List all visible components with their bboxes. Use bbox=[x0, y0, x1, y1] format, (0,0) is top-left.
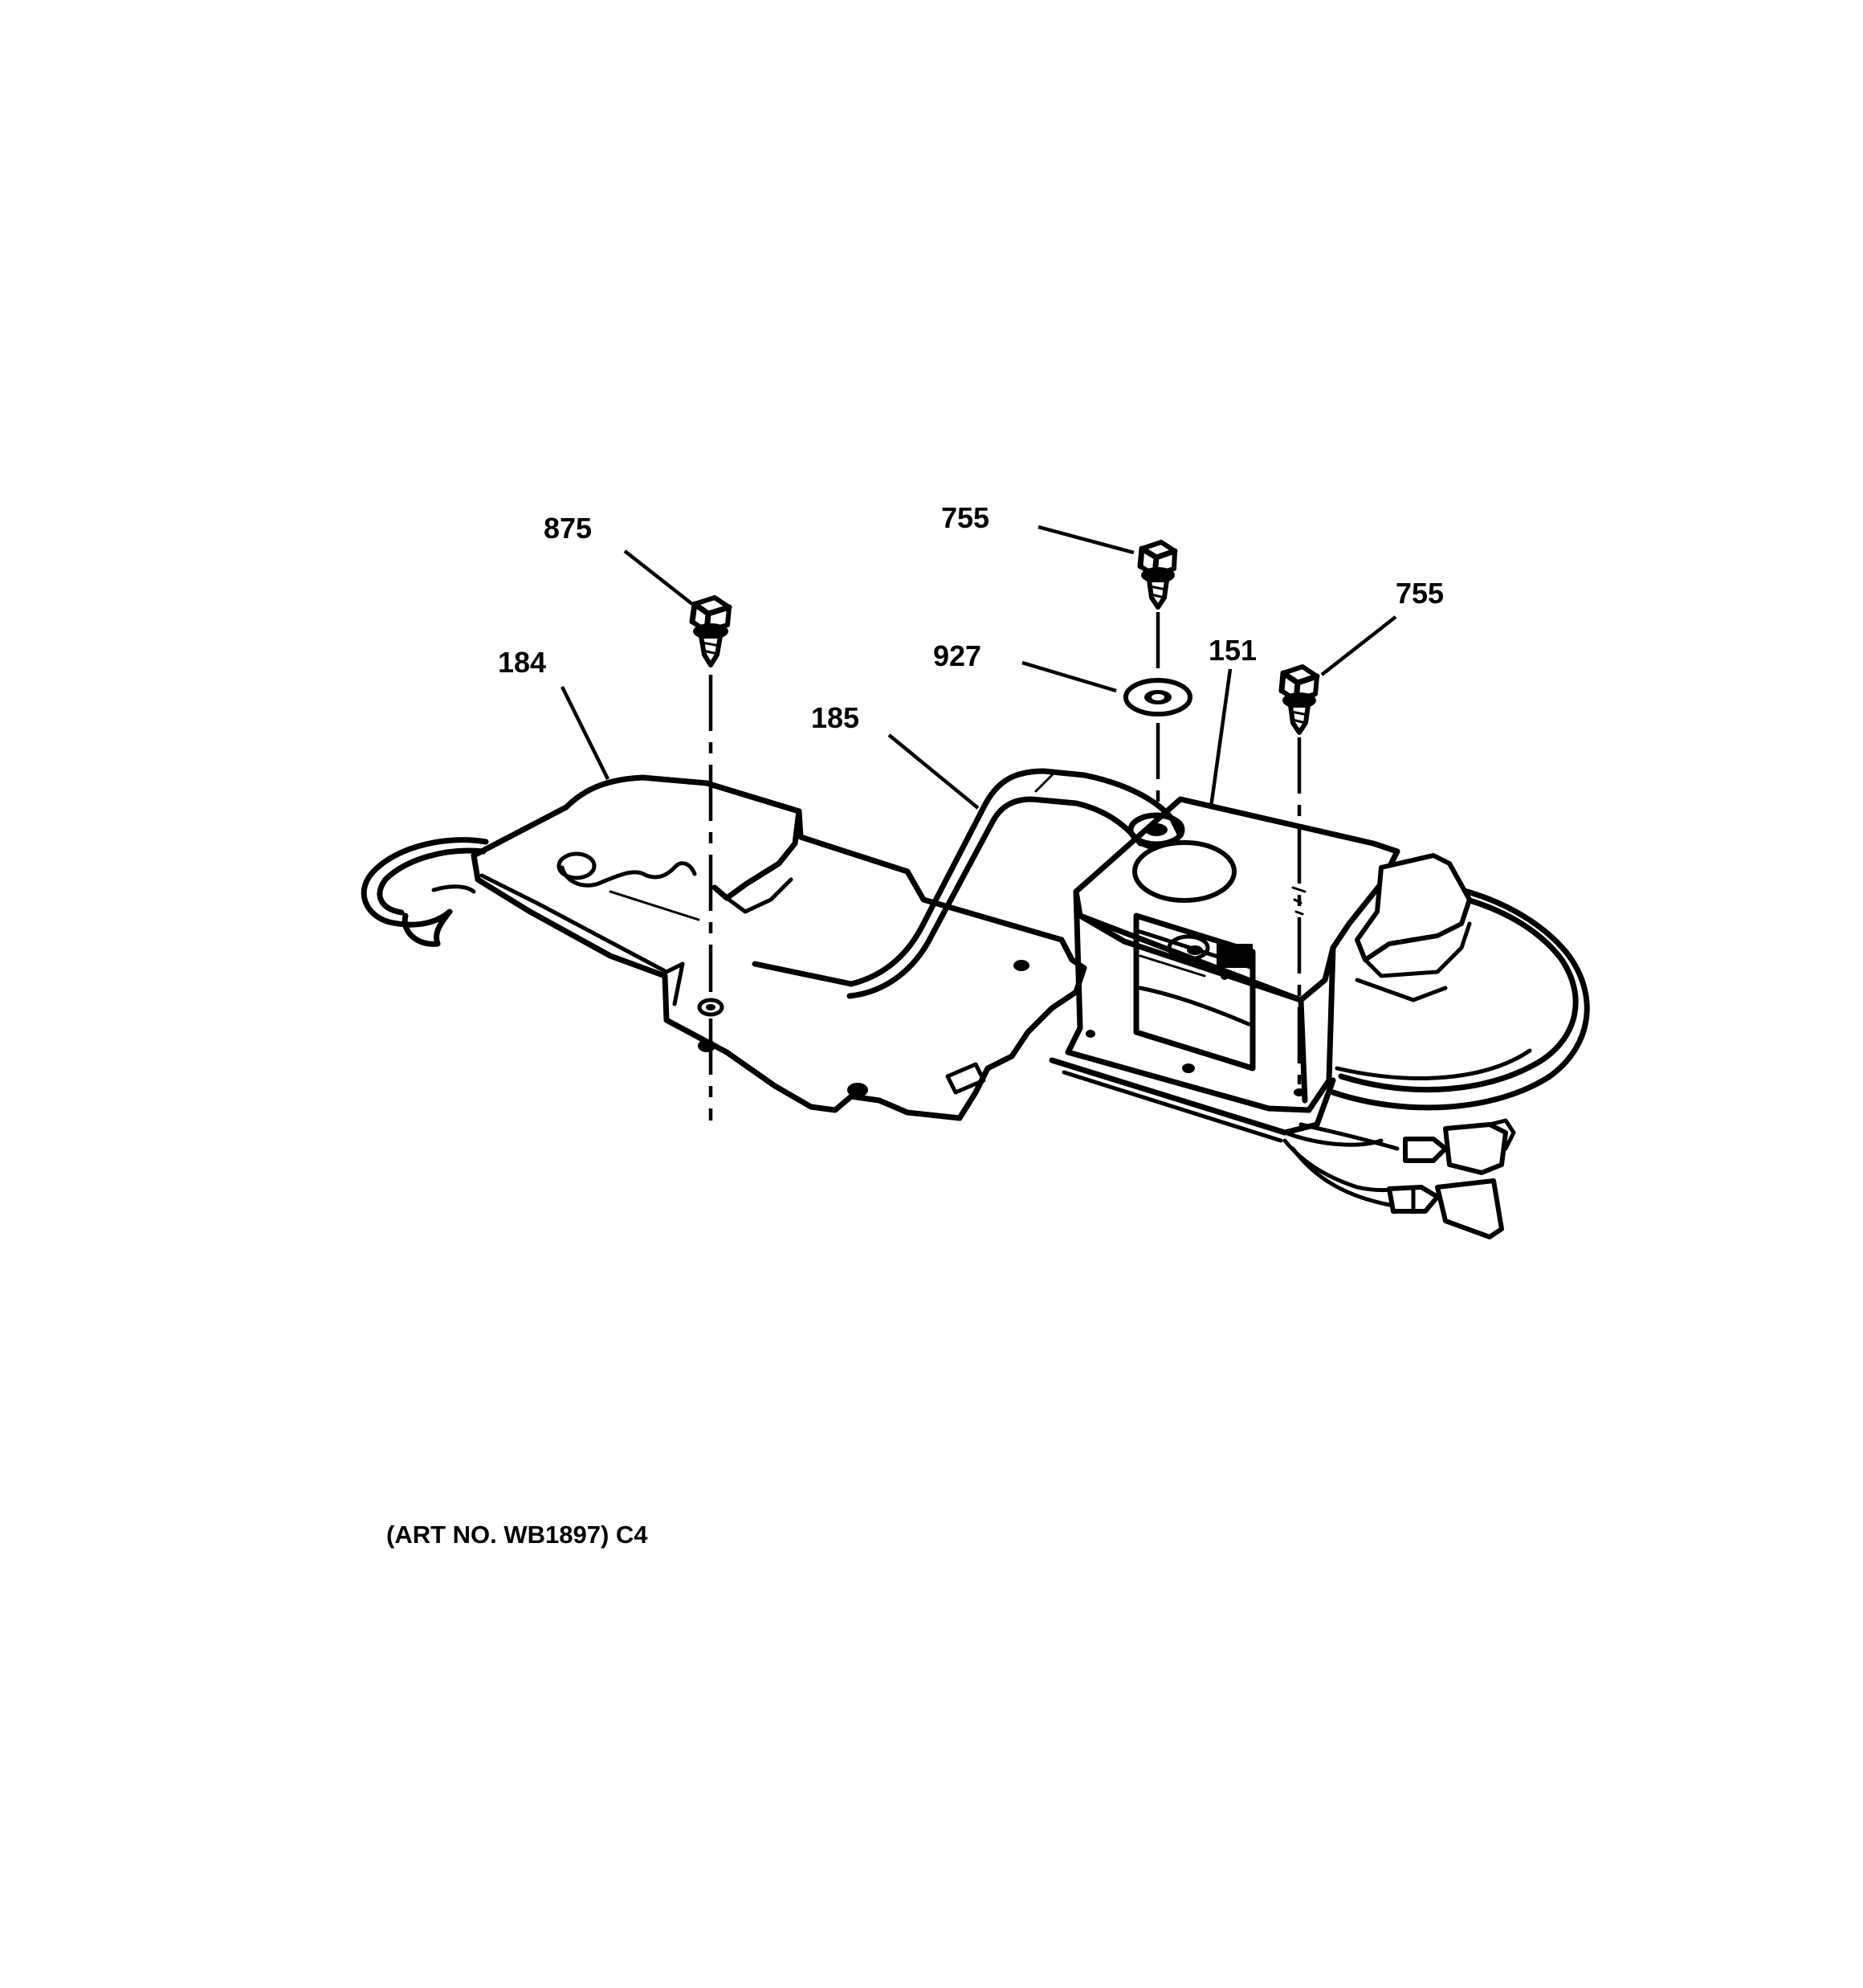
screw-875 bbox=[689, 595, 732, 1121]
leader-927 bbox=[1021, 660, 1117, 693]
callout-755-right: 755 bbox=[1396, 577, 1444, 610]
callout-875: 875 bbox=[544, 512, 592, 545]
leader-755-top bbox=[1037, 525, 1135, 555]
strap-185 bbox=[752, 768, 1187, 999]
screw-755-right bbox=[1278, 664, 1320, 1084]
screw-755-top bbox=[1137, 540, 1178, 675]
leader-755-right bbox=[1320, 615, 1397, 676]
washer-927 bbox=[1123, 678, 1192, 819]
callout-755-top: 755 bbox=[941, 501, 989, 534]
callout-185: 185 bbox=[811, 701, 859, 734]
leader-lines bbox=[560, 525, 1397, 810]
motor-assembly-151 bbox=[1049, 796, 1590, 1143]
bracket-plate-184 bbox=[361, 774, 1087, 1121]
callout-151: 151 bbox=[1209, 634, 1257, 667]
callout-927: 927 bbox=[933, 639, 981, 672]
callout-184: 184 bbox=[498, 646, 546, 679]
leader-185 bbox=[887, 733, 980, 810]
leader-184 bbox=[560, 686, 610, 780]
leader-151 bbox=[1209, 668, 1233, 808]
art-number: (ART NO. WB1897) C4 bbox=[386, 1521, 648, 1549]
wire-harness bbox=[1282, 1118, 1516, 1239]
leader-875 bbox=[623, 549, 694, 606]
